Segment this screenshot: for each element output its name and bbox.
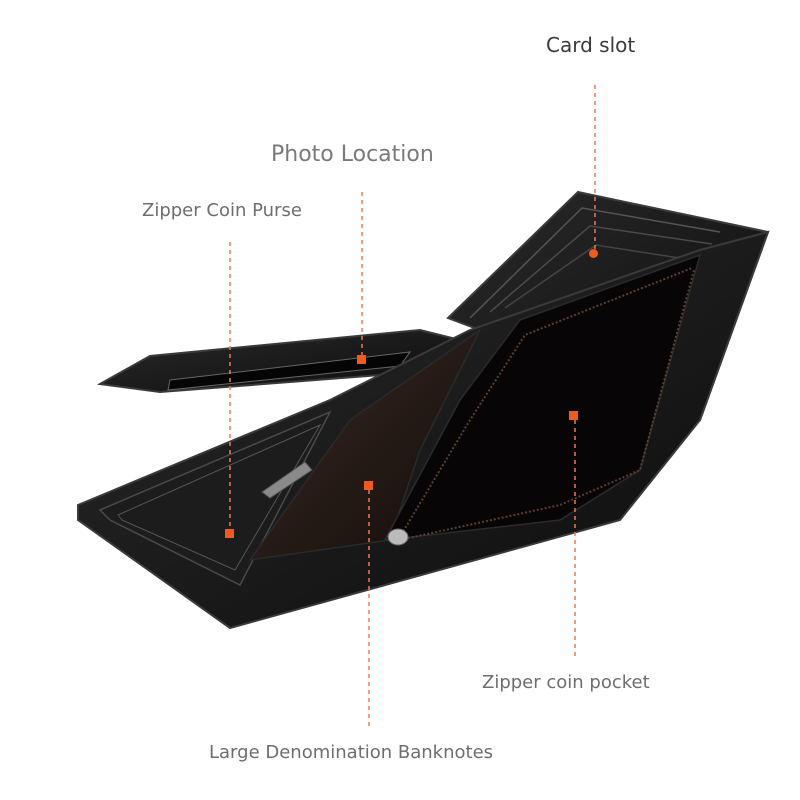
photo-location-label: Photo Location xyxy=(271,142,434,167)
zipper-coin-purse-marker xyxy=(225,529,234,538)
zipper-pocket xyxy=(383,253,702,541)
zipper-coin-pocket-marker xyxy=(569,411,578,420)
card-slot-label: Card slot xyxy=(546,33,636,57)
photo-location-marker xyxy=(357,355,366,364)
leader-lines xyxy=(229,85,596,730)
zipper-coin-purse-label: Zipper Coin Purse xyxy=(142,200,302,221)
zipper-pull-icon xyxy=(387,528,409,546)
card-slot-marker xyxy=(589,249,598,258)
large-banknotes-marker xyxy=(364,481,373,490)
zipper-pull-icon xyxy=(261,461,313,499)
large-banknotes-label: Large Denomination Banknotes xyxy=(209,742,494,763)
zipper-coin-pocket-label: Zipper coin pocket xyxy=(482,672,650,693)
banknote-compartment xyxy=(248,329,481,561)
